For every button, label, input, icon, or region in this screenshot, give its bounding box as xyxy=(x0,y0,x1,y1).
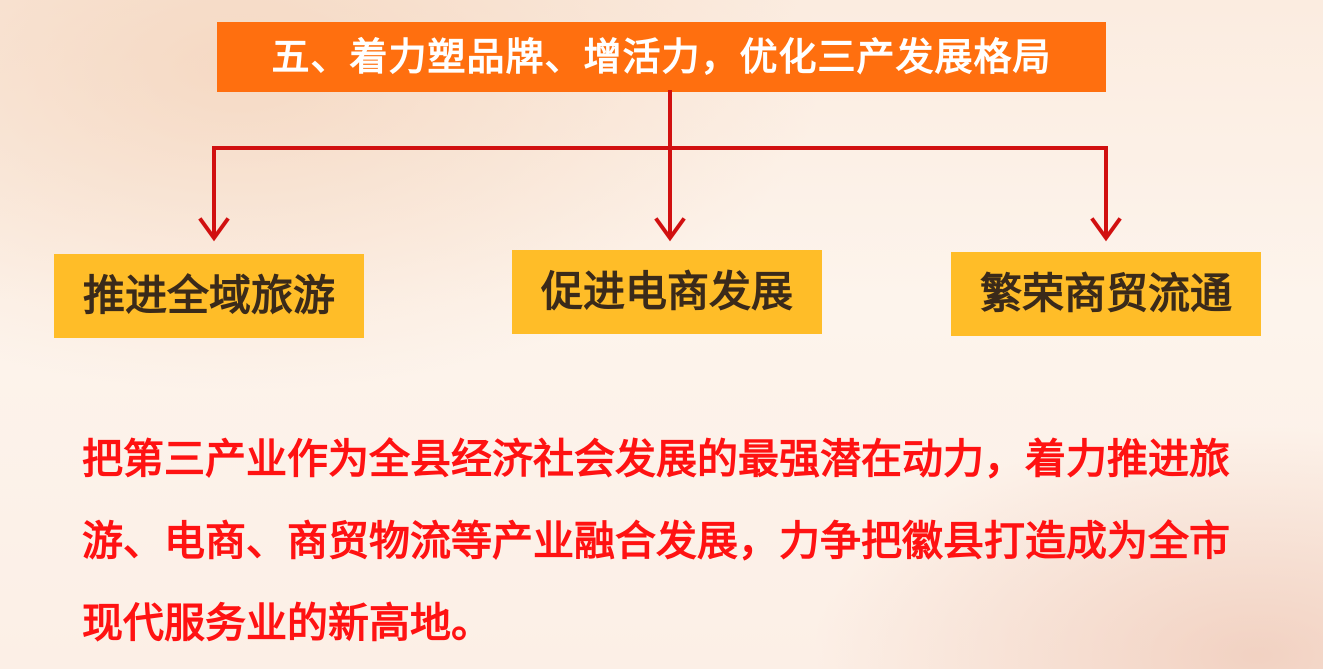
diagram-title: 五、着力塑品牌、增活力，优化三产发展格局 xyxy=(217,22,1106,92)
center-arrowhead xyxy=(654,217,686,242)
right-arrowhead xyxy=(1090,217,1122,242)
branch-trade: 繁荣商贸流通 xyxy=(951,252,1261,336)
branch-tourism: 推进全域旅游 xyxy=(54,254,364,338)
branch-ecommerce: 促进电商发展 xyxy=(512,250,822,334)
left-arrowhead xyxy=(198,217,230,242)
body-paragraph: 把第三产业作为全县经济社会发展的最强潜在动力，着力推进旅游、电商、商贸物流等产业… xyxy=(82,435,1230,647)
